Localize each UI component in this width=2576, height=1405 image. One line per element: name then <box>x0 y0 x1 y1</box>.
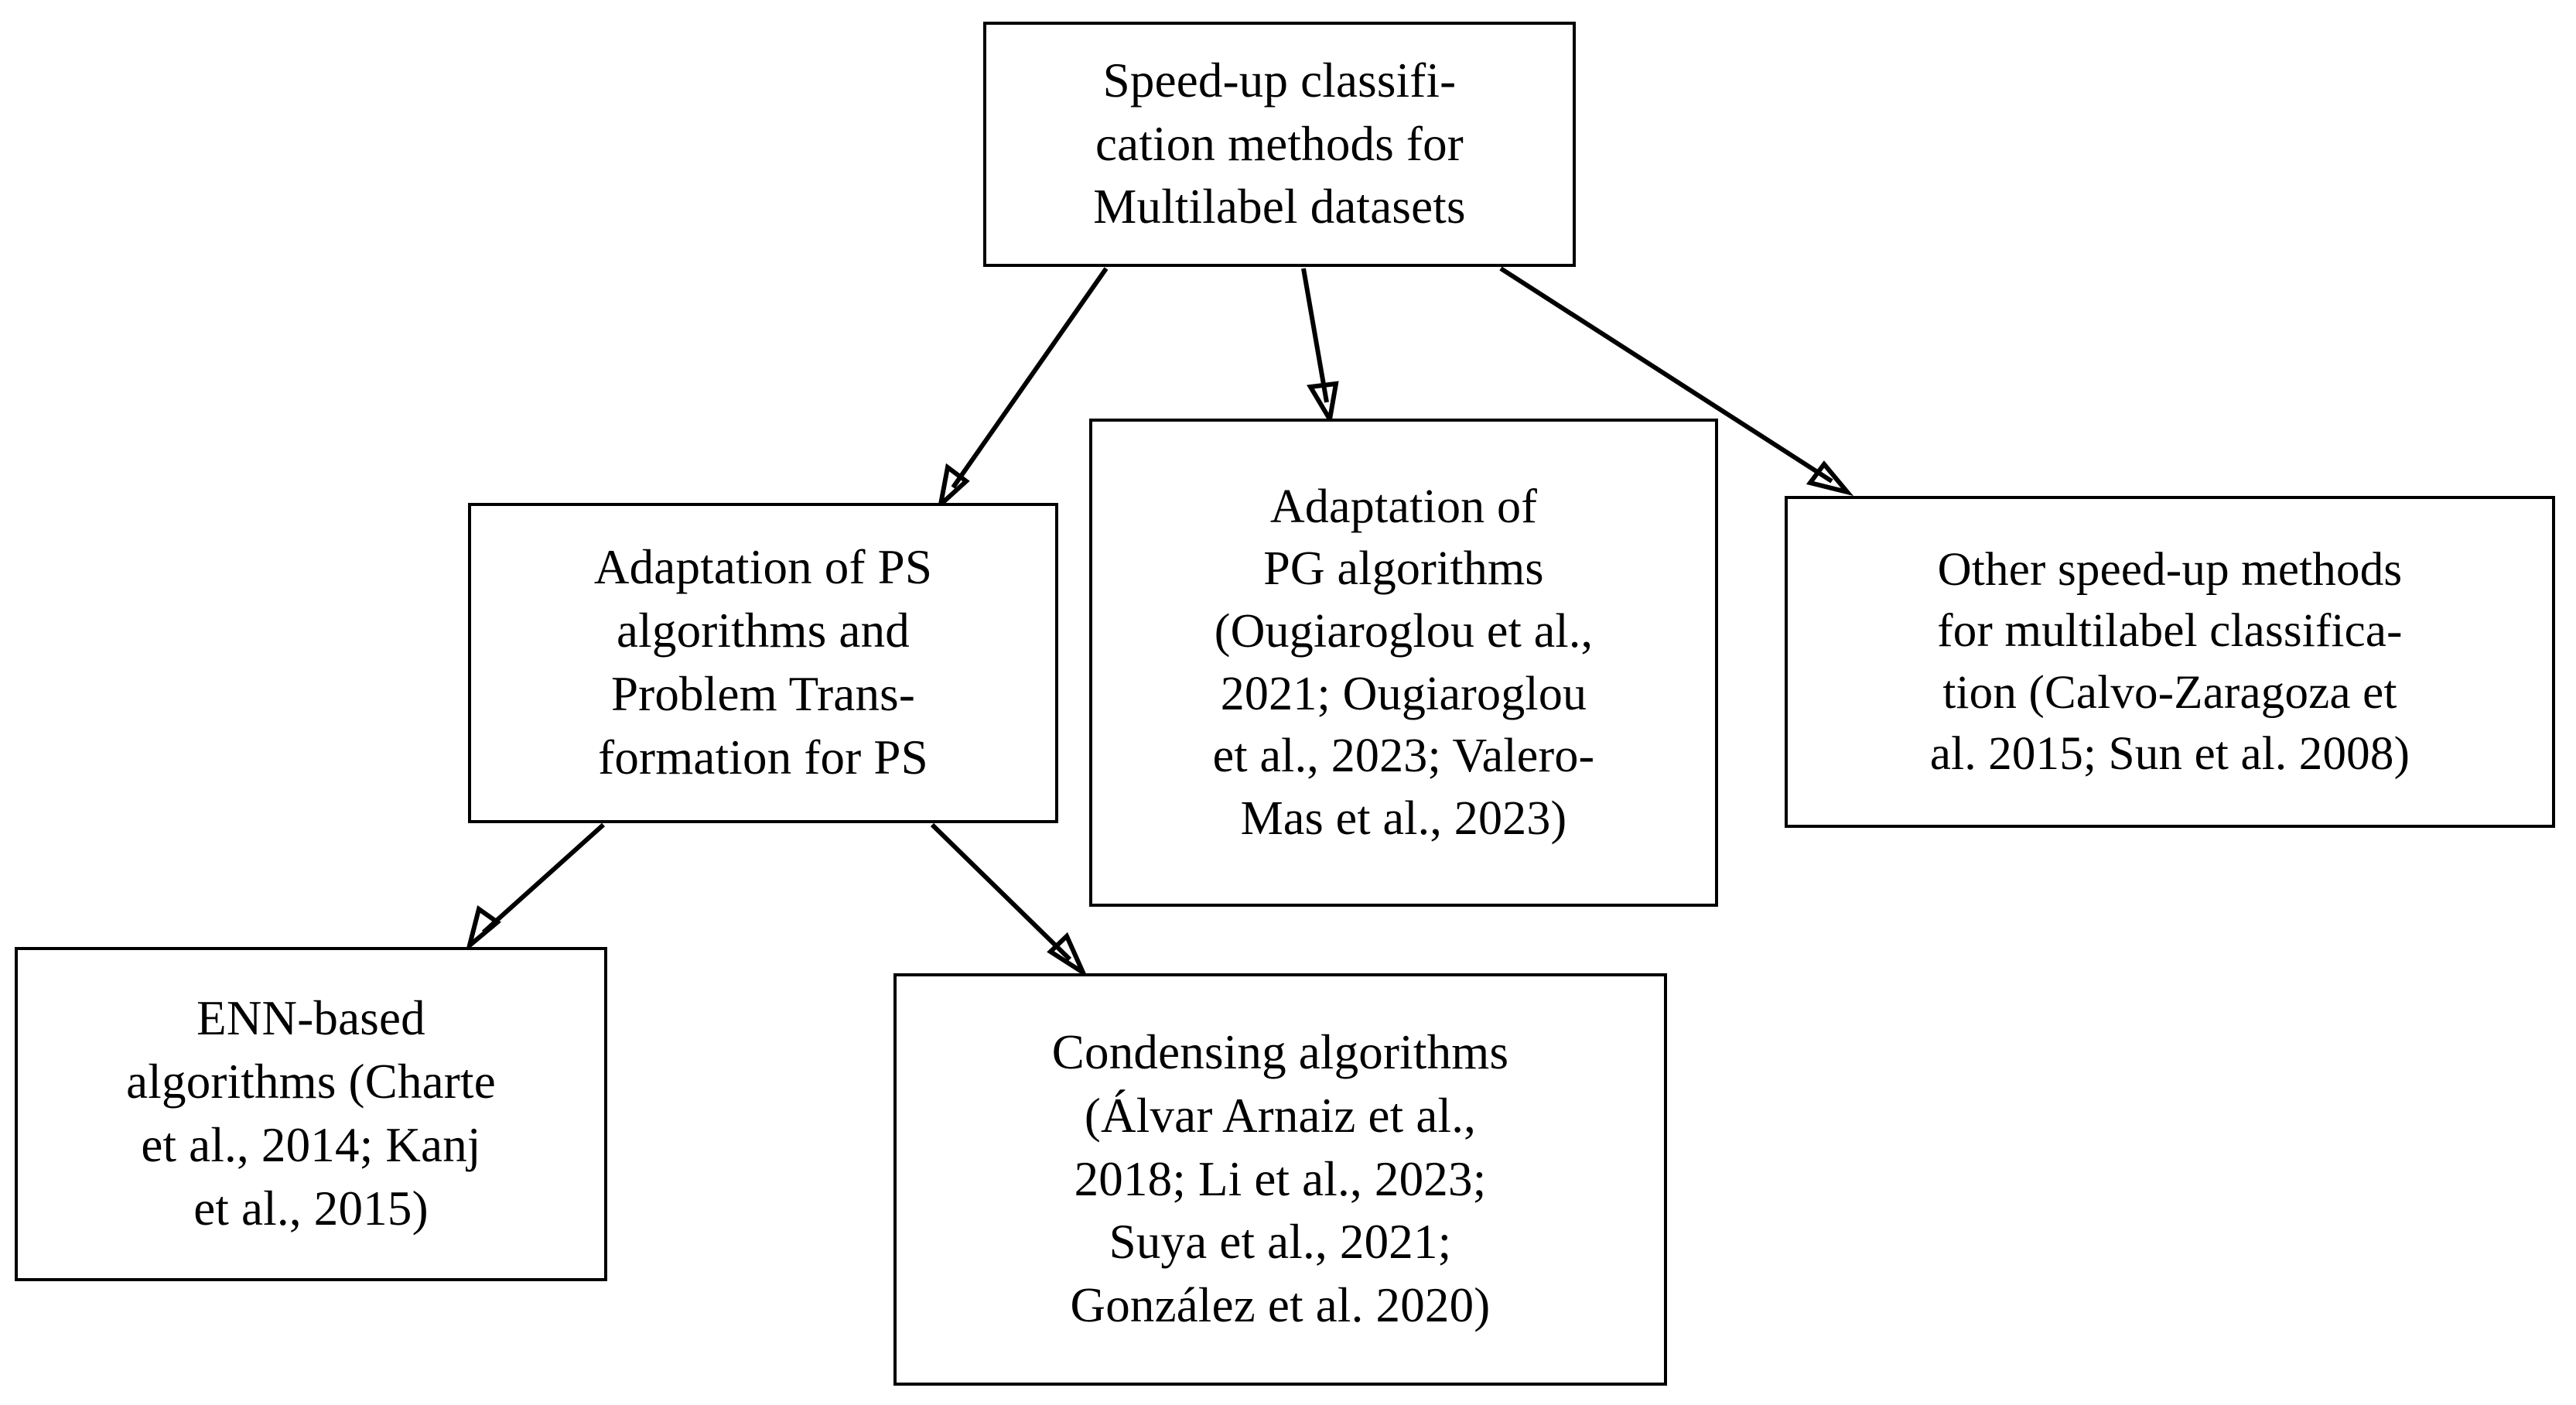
node-enn-based-algorithms[interactable]: ENN-based algorithms (Charte et al., 201… <box>15 947 607 1281</box>
node-label: ENN-based algorithms (Charte et al., 201… <box>126 991 496 1236</box>
node-speedup-classification-methods[interactable]: Speed-up classifi- cation methods for Mu… <box>983 22 1576 267</box>
edge-ps-to-enn <box>465 822 606 952</box>
node-adaptation-of-ps-algorithms[interactable]: Adaptation of PS algorithms and Problem … <box>468 503 1058 823</box>
node-label: Condensing algorithms (Álvar Arnaiz et a… <box>1051 1024 1509 1333</box>
node-condensing-algorithms[interactable]: Condensing algorithms (Álvar Arnaiz et a… <box>893 973 1667 1386</box>
edge-ps-to-condensing <box>930 822 1088 979</box>
node-label: Adaptation of PS algorithms and Problem … <box>593 540 933 785</box>
node-other-speedup-methods[interactable]: Other speed-up methods for multilabel cl… <box>1785 496 2555 828</box>
node-adaptation-of-pg-algorithms[interactable]: Adaptation of PG algorithms (Ougiaroglou… <box>1089 419 1718 907</box>
node-label: Speed-up classifi- cation methods for Mu… <box>1093 53 1466 234</box>
node-label: Adaptation of PG algorithms (Ougiaroglou… <box>1212 480 1595 845</box>
edge-root-to-pg <box>1301 268 1339 426</box>
edge-root-to-ps <box>937 267 1109 511</box>
edge-root-to-other <box>1499 266 1854 497</box>
node-label: Other speed-up methods for multilabel cl… <box>1929 543 2410 780</box>
